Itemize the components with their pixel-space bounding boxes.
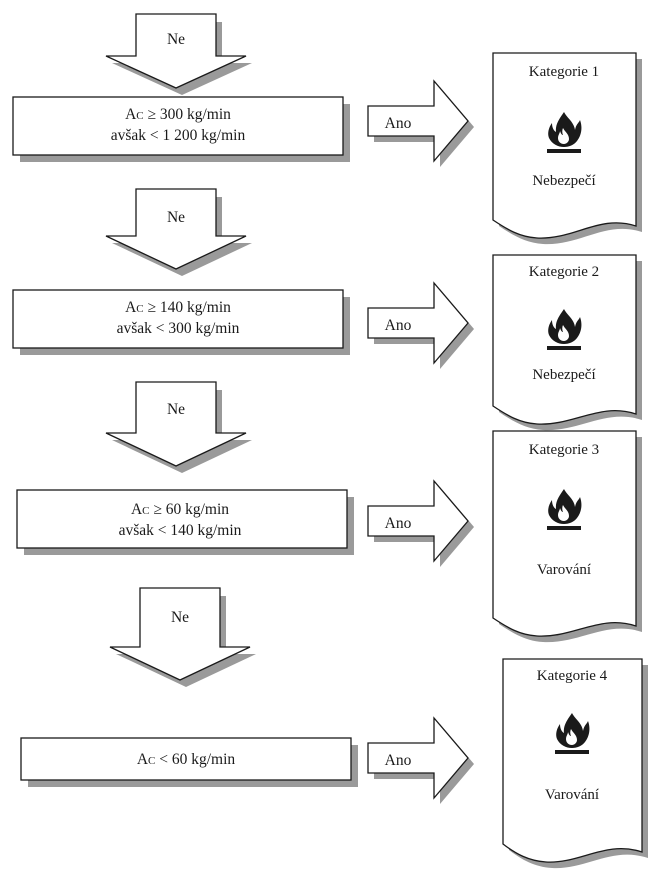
- no-arrow-3: Ne: [105, 381, 252, 473]
- yes-arrow-2: Ano: [367, 281, 474, 369]
- yes-label: Ano: [385, 115, 412, 132]
- result-card-4: Kategorie 4 Varování: [502, 658, 648, 869]
- condition-1-line2: avšak < 1 200 kg/min: [111, 127, 246, 144]
- result-card-1: Kategorie 1 Nebezpečí: [492, 52, 642, 245]
- condition-box-2: AC ≥ 140 kg/min avšak < 300 kg/min: [12, 289, 350, 355]
- no-label: Ne: [167, 31, 185, 48]
- result-card-3: Kategorie 3 Varování: [492, 430, 642, 643]
- yes-arrow-3: Ano: [367, 479, 474, 567]
- signal-word: Varování: [537, 562, 591, 578]
- category-label: Kategorie 4: [537, 668, 608, 684]
- condition-1-line1: AC ≥ 300 kg/min: [125, 106, 231, 123]
- category-label: Kategorie 3: [529, 442, 599, 458]
- condition-box-1: AC ≥ 300 kg/min avšak < 1 200 kg/min: [12, 96, 350, 162]
- no-arrow-2: Ne: [105, 188, 252, 276]
- no-label: Ne: [167, 209, 185, 226]
- no-arrow-1: Ne: [105, 13, 252, 95]
- signal-word: Nebezpečí: [532, 173, 595, 189]
- yes-label: Ano: [385, 752, 412, 769]
- yes-arrow-1: Ano: [367, 79, 474, 167]
- category-label: Kategorie 2: [529, 264, 599, 280]
- condition-box-3: AC ≥ 60 kg/min avšak < 140 kg/min: [16, 489, 354, 555]
- signal-word: Nebezpečí: [532, 367, 595, 383]
- no-label: Ne: [171, 609, 189, 626]
- condition-2-line2: avšak < 300 kg/min: [117, 320, 240, 337]
- result-card-2: Kategorie 2 Nebezpečí: [492, 254, 642, 431]
- no-arrow-4: Ne: [109, 587, 256, 687]
- condition-3-line1: AC ≥ 60 kg/min: [131, 501, 229, 518]
- category-label: Kategorie 1: [529, 64, 599, 80]
- condition-2-line1: AC ≥ 140 kg/min: [125, 299, 231, 316]
- yes-label: Ano: [385, 515, 412, 532]
- signal-word: Varování: [545, 787, 599, 803]
- no-label: Ne: [167, 401, 185, 418]
- condition-3-line2: avšak < 140 kg/min: [119, 522, 242, 539]
- yes-arrow-4: Ano: [367, 716, 474, 804]
- condition-4-line1: AC < 60 kg/min: [137, 751, 236, 768]
- yes-label: Ano: [385, 317, 412, 334]
- condition-box-4: AC < 60 kg/min: [20, 737, 358, 787]
